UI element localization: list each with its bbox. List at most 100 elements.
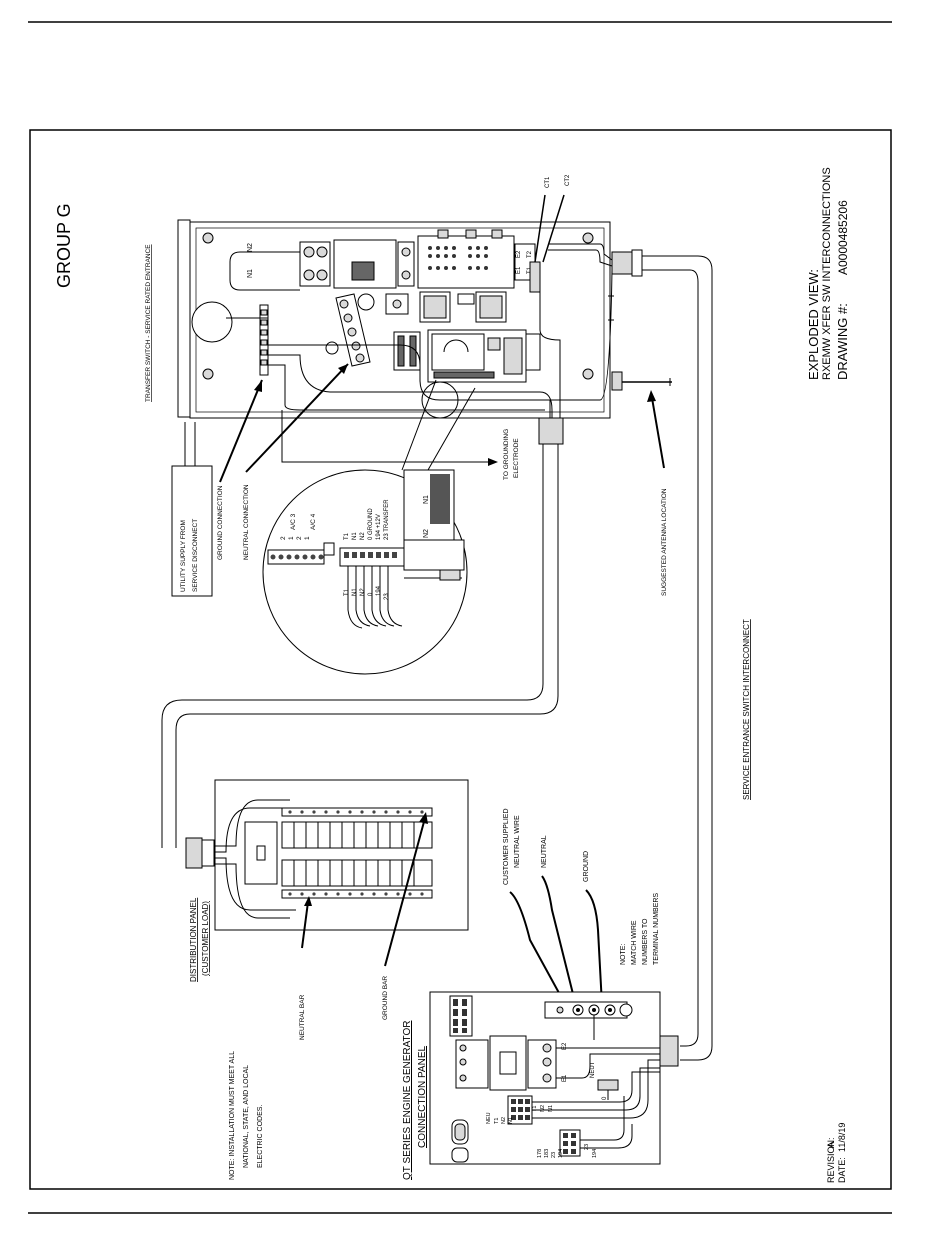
title-heading: EXPLODED VIEW: <box>806 269 821 380</box>
detail-block-t1: T1 <box>344 532 350 540</box>
ground-bar-leader <box>384 817 426 967</box>
qt-panel-title-2: CONNECTION PANEL <box>417 1046 428 1148</box>
grounding-wire <box>281 410 490 463</box>
conduit-fitting-bottom <box>538 417 564 445</box>
mount-screw <box>582 368 594 380</box>
group-label: GROUP G <box>54 203 74 288</box>
label-n2: N2 <box>247 243 254 252</box>
qt-conduit-fitting <box>659 1035 679 1067</box>
neutral-label: NEUTRAL <box>541 835 548 868</box>
distribution-panel <box>185 779 469 931</box>
customer-neutral-label-2: NEUTRAL WIRE <box>514 815 521 868</box>
dist-ground-bar <box>281 807 433 817</box>
lug-screw <box>303 269 315 281</box>
mount-screw <box>582 232 594 244</box>
revision-label: REVISION: <box>826 1137 836 1183</box>
label-ct1: CT1 <box>545 176 551 188</box>
detail-wire-n1: N1 <box>352 588 358 596</box>
label-t2: T2 <box>527 250 533 258</box>
detail-block-194: 194 +12V <box>376 514 382 540</box>
antenna-mount <box>611 371 623 391</box>
customer-neutral-label-1: CUSTOMER SUPPLIED <box>503 809 510 886</box>
detail-block-23: 23 TRANSFER <box>384 499 390 540</box>
utility-callout-box <box>171 465 213 597</box>
qt-right-183: 183 <box>544 1149 550 1158</box>
detail-n1: N1 <box>423 495 430 504</box>
mount-screw <box>202 368 214 380</box>
neutral-leader <box>541 875 575 999</box>
terminal-detail-magnifier: 2 1 2 1 A/C 3 A/C 4 T1 N1 N2 0 GROUND 19… <box>262 379 476 675</box>
note2-line3: NUMBERS TO <box>642 918 649 965</box>
antenna-label: SUGGESTED ANTENNA LOCATION <box>661 488 668 596</box>
detail-top-2: 1 <box>288 536 295 540</box>
utility-supply: UTILITY SUPPLY FROM SERVICE DISCONNECT <box>171 422 213 597</box>
qt-neut-lug <box>597 1079 619 1091</box>
note2-line4: TERMINAL NUMBERS <box>653 893 660 965</box>
lug-screw <box>401 247 411 257</box>
transfer-switch-title: TRANSFER SWITCH - SERVICE RATED ENTRANCE <box>145 244 152 402</box>
drawing-border <box>29 129 892 1190</box>
qt-right-23: 23 <box>551 1152 557 1158</box>
detail-wire-23: 23 <box>384 593 390 600</box>
note2-line1: NOTE: <box>620 944 627 965</box>
neutral-connection-label: NEUTRAL CONNECTION <box>243 484 250 560</box>
detail-top-3: 2 <box>296 536 303 540</box>
detail-top-4: 1 <box>304 536 311 540</box>
detail-top-1: 2 <box>280 536 287 540</box>
ground-connection-label: GROUND CONNECTION <box>217 485 224 560</box>
qt-left-t1: T1 <box>494 1118 500 1124</box>
qt-right-194: 194 <box>558 1149 564 1158</box>
transfer-switch: N2 N1 E2 E1 T2 T1 CT1 CT2 <box>177 174 672 445</box>
ground-bar-label: GROUND BAR <box>382 976 389 1020</box>
label-n1: N1 <box>247 269 254 278</box>
detail-block-ground: 0 GROUND <box>368 508 374 540</box>
current-transformer <box>529 261 541 293</box>
contactor-dots <box>428 246 488 270</box>
dist-conduit-fitting <box>185 837 203 869</box>
detail-wire-n2: N2 <box>360 588 366 596</box>
grounding-label-1: TO GROUNDING <box>503 429 510 480</box>
qt-left-n2: N2 <box>501 1117 507 1124</box>
detail-block-n1: N1 <box>352 532 358 540</box>
qt-wire-n2: N2 <box>540 1105 546 1112</box>
note2-line2: MATCH WIRE <box>631 920 638 965</box>
lug-screw <box>316 269 328 281</box>
drawing-number-label: DRAWING #: <box>835 303 850 380</box>
grounding-label-2: ELECTRODE <box>513 438 520 478</box>
note1-line1: NOTE: INSTALLATION MUST MEET ALL <box>229 1051 236 1180</box>
utility-label-2: SERVICE DISCONNECT <box>192 519 199 592</box>
detail-wire-0: 0 <box>368 592 374 596</box>
qt-right-178: 178 <box>537 1149 543 1158</box>
detail-wire-194: 194 <box>376 585 382 596</box>
qt-left-n1: N1 <box>508 1117 514 1124</box>
qt-wire-n1: N1 <box>548 1105 554 1112</box>
qt-panel-title-1: QT SERIES ENGINE GENERATOR <box>402 1021 413 1180</box>
qt-zero-label: 0 <box>602 1096 608 1100</box>
date-label: DATE: <box>837 1157 847 1183</box>
qt-neu-header: NEU <box>486 1112 492 1124</box>
transfer-contactor <box>417 235 515 289</box>
detail-block-n2: N2 <box>360 532 366 540</box>
service-interconnect-title: SERVICE ENTRANCE SWITCH INTERCONNECT <box>742 619 751 800</box>
detail-wire-t1: T1 <box>344 588 350 596</box>
title-description: RXEMW XFER SW INTERCONNECTIONS <box>821 167 833 380</box>
contactor-tab <box>437 229 449 239</box>
contactor-tab <box>491 229 503 239</box>
switch-door <box>177 219 191 418</box>
ground-leader <box>585 889 607 1081</box>
neutral-bar-label: NEUTRAL BAR <box>299 994 306 1040</box>
lug-screw <box>401 270 411 280</box>
dist-panel-title-1: DISTRIBUTION PANEL <box>189 897 198 982</box>
dist-neutral-bar <box>281 889 433 899</box>
label-ct2: CT2 <box>565 174 571 186</box>
ground-label: GROUND <box>583 851 590 882</box>
breaker-handle <box>351 261 375 281</box>
note1-line2: NATIONAL, STATE, AND LOCAL <box>243 1065 250 1168</box>
drawing-number: A0000485206 <box>836 200 850 275</box>
conduit-fitting <box>611 251 633 275</box>
qt-connection-panel: E1 E2 NEUT 0 NEU T1 N2 N1 <box>429 991 679 1165</box>
label-e2: E2 <box>516 250 522 258</box>
dist-breakers-bottom <box>281 859 433 887</box>
neutral-connection-leader <box>245 363 349 473</box>
conduits <box>161 255 713 1061</box>
